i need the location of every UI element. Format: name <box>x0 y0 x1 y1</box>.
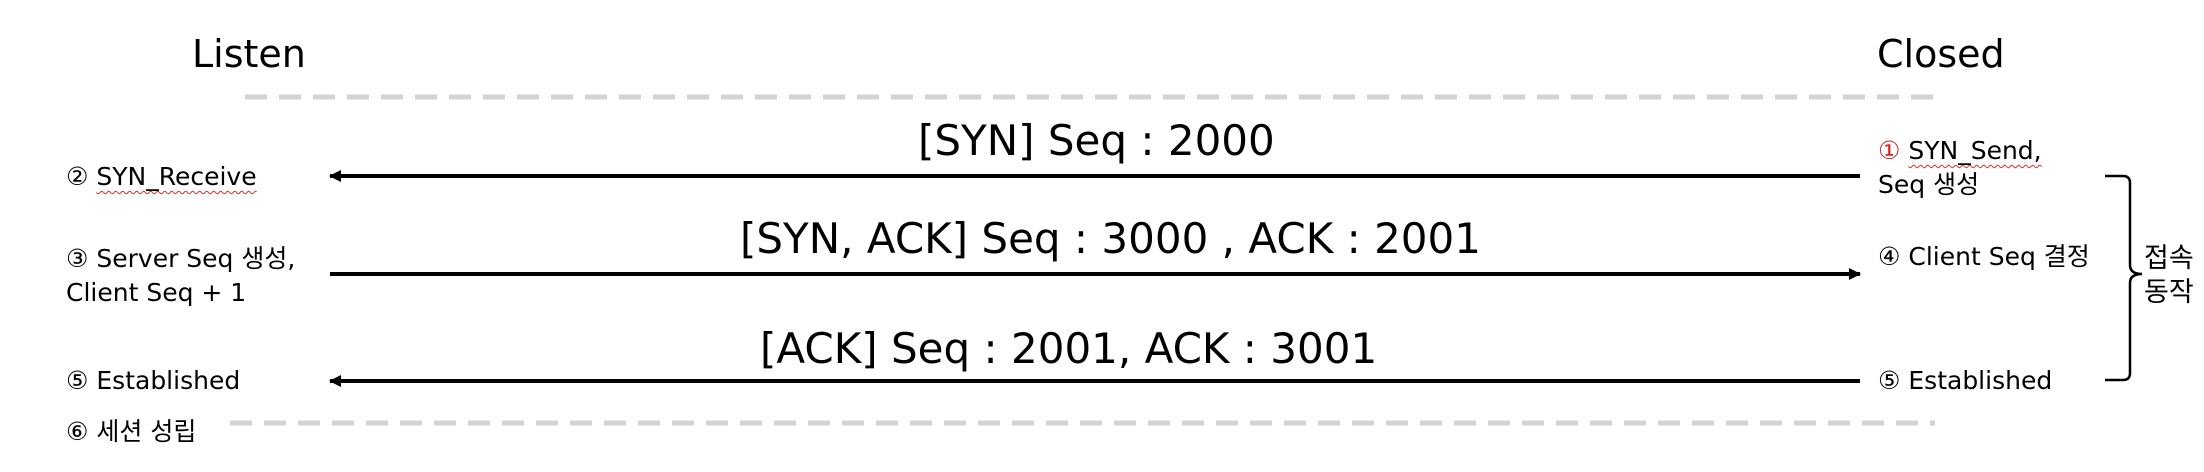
server-step-5-number: ⑤ <box>66 366 89 395</box>
syn-message-label: [SYN] Seq : 2000 <box>918 116 1275 165</box>
step-4-number: ④ <box>1878 242 1901 271</box>
server-step-5-text: Established <box>96 366 241 395</box>
syn-ack-message-label: [SYN, ACK] Seq : 3000 , ACK : 2001 <box>740 214 1481 263</box>
step-1-line-1: SYN_Send, <box>1908 136 2042 165</box>
phase-label-line-2: 동작 <box>2144 277 2194 308</box>
client-step-5-text: Established <box>1908 366 2053 395</box>
step-4-text: Client Seq 결정 <box>1908 242 2090 271</box>
server-step-3: ③ Server Seq 생성, Client Seq + 1 <box>66 242 295 310</box>
connection-bracket <box>2105 174 2143 382</box>
step-2-text: SYN_Receive <box>96 162 257 191</box>
client-step-1: ① SYN_Send, Seq 생성 <box>1878 134 2042 202</box>
server-step-2: ② SYN_Receive <box>66 160 257 194</box>
step-1-number: ① <box>1878 136 1901 165</box>
step-2-number: ② <box>66 162 89 191</box>
step-6-number: ⑥ <box>66 417 89 446</box>
server-step-6: ⑥ 세션 성립 <box>66 415 196 449</box>
step-3-number: ③ <box>66 244 89 273</box>
step-3-line-1: Server Seq 생성, <box>96 244 296 273</box>
step-6-text: 세션 성립 <box>96 417 197 446</box>
client-state-header: Closed <box>1877 32 2005 76</box>
client-step-4: ④ Client Seq 결정 <box>1878 240 2090 274</box>
server-step-5: ⑤ Established <box>66 364 240 398</box>
client-step-5-number: ⑤ <box>1878 366 1901 395</box>
server-state-header: Listen <box>192 32 306 76</box>
ack-message-label: [ACK] Seq : 2001, ACK : 3001 <box>760 324 1378 373</box>
phase-label-line-1: 접속 <box>2144 243 2194 274</box>
connection-phase-label: 접속 동작 <box>2144 242 2194 310</box>
client-step-5: ⑤ Established <box>1878 364 2052 398</box>
step-3-line-2: Client Seq + 1 <box>66 278 247 307</box>
step-1-line-2: Seq 생성 <box>1878 170 1980 199</box>
